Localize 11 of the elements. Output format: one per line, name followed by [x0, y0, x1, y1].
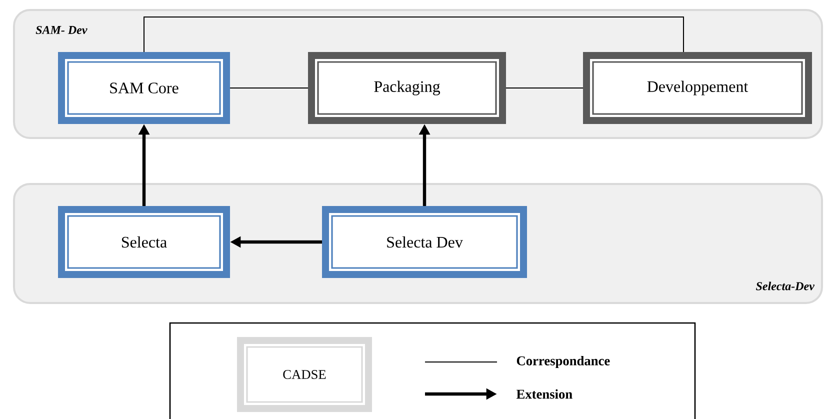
connector-line [144, 16, 684, 52]
component-box: Selecta Dev [322, 206, 527, 278]
legend-label: Extension [516, 389, 572, 399]
group-title: Selecta-Dev [756, 282, 815, 290]
legend-box: CADSE [237, 337, 372, 412]
component-box: Selecta [58, 206, 230, 278]
component-box: Developpement [583, 52, 812, 124]
component-box: SAM Core [58, 52, 230, 124]
legend-label: Correspondance [516, 356, 610, 368]
component-box: Packaging [308, 52, 506, 124]
group-title: SAM- Dev [36, 26, 88, 34]
